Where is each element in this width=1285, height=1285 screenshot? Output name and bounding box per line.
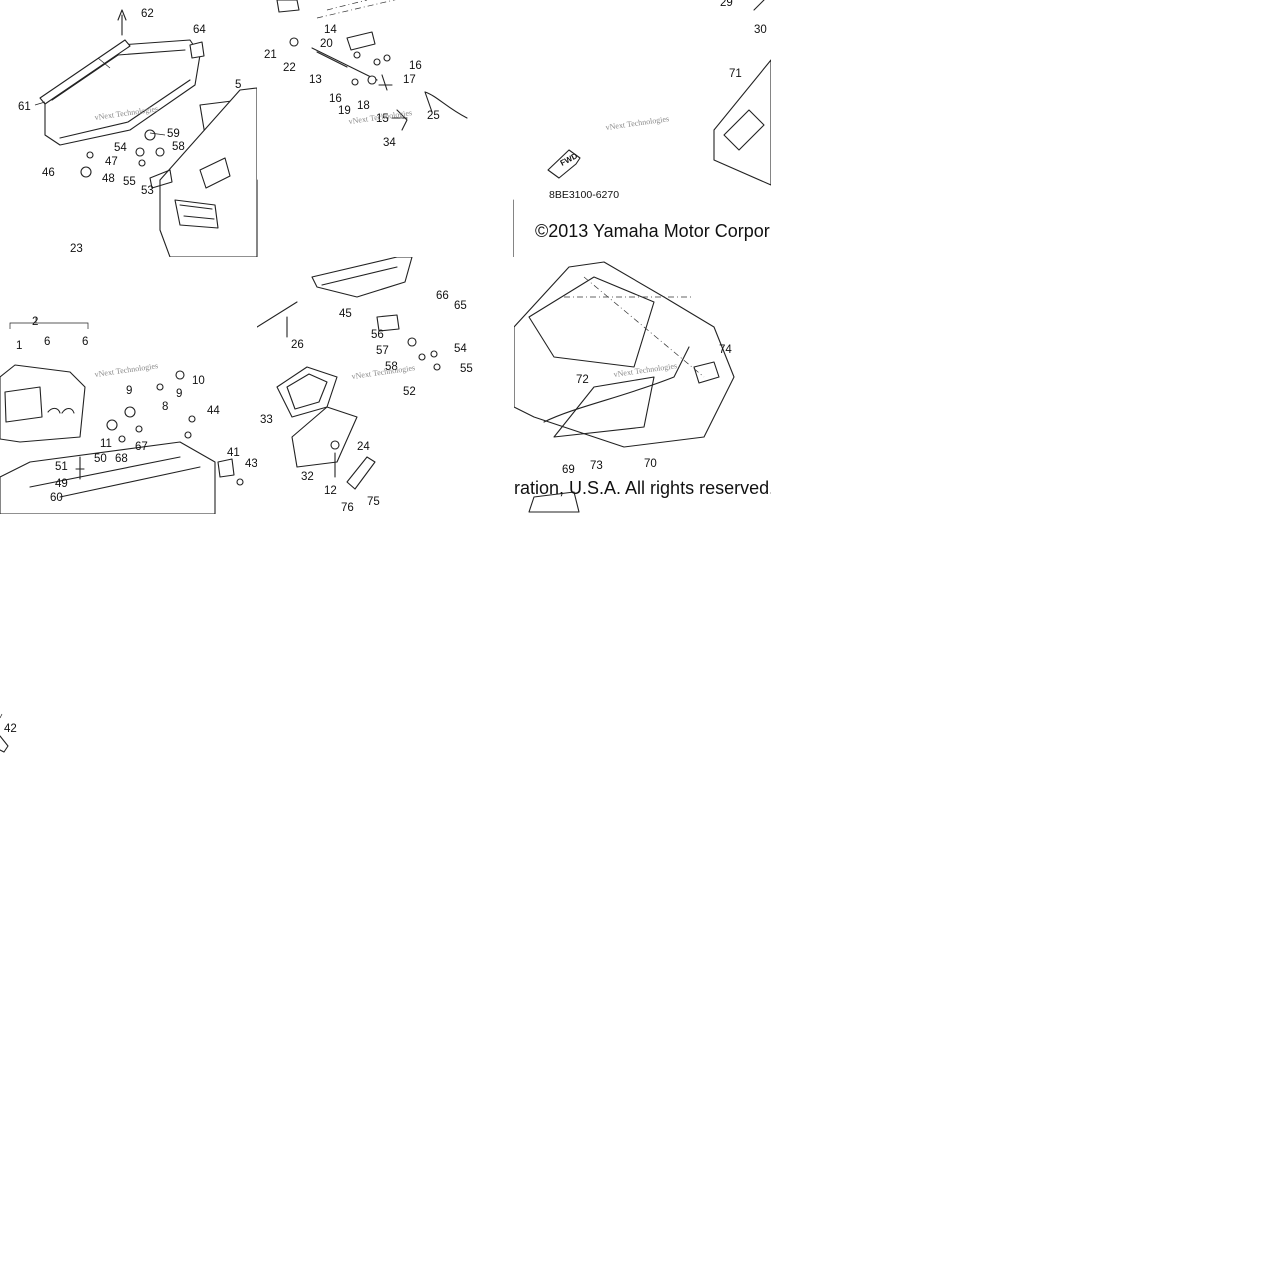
part-callout-61: 61 <box>18 101 31 113</box>
part-callout-16: 16 <box>409 60 422 72</box>
part-callout-58: 58 <box>172 141 185 153</box>
vent-drawing: 26 45 66 65 56 54 57 55 58 52 33 24 32 12 76 75 vNext Te… <box>257 257 473 514</box>
part-callout-9: 9 <box>126 385 132 397</box>
part-callout-34: 34 <box>383 137 396 149</box>
part-callout-16: 16 <box>329 93 342 105</box>
part-callout-24: 24 <box>357 441 370 453</box>
part-callout-6: 6 <box>82 336 88 348</box>
part-callout-55: 55 <box>123 176 136 188</box>
part-callout-46: 46 <box>42 167 55 179</box>
part-callout-50: 50 <box>94 453 107 465</box>
part-callout-69: 69 <box>562 464 575 476</box>
part-callout-11: 11 <box>100 438 112 450</box>
part-callout-19: 19 <box>338 105 351 117</box>
part-callout-29: 29 <box>720 0 733 9</box>
part-callout-76: 76 <box>341 502 354 514</box>
copyright-start: ©2013 Yamaha Motor Corpor <box>535 221 770 241</box>
part-callout-5: 5 <box>235 79 241 91</box>
part-callout-15: 15 <box>376 113 389 125</box>
part-callout-26: 26 <box>291 339 304 351</box>
watermark-text: vNext Technologies <box>351 363 416 381</box>
part-callout-59: 59 <box>167 128 180 140</box>
part-callout-13: 13 <box>309 74 322 86</box>
part-callout-65: 65 <box>454 300 467 312</box>
copyright-end: ration, U.S.A. All rights reserved. <box>514 478 771 498</box>
part-callout-67: 67 <box>135 441 148 453</box>
diagram-tile-bracket: 42 <box>0 514 257 771</box>
part-callout-21: 21 <box>264 49 277 61</box>
part-callout-42: 42 <box>4 723 17 735</box>
part-callout-48: 48 <box>102 173 115 185</box>
part-callout-30: 30 <box>754 24 767 36</box>
part-callout-9: 9 <box>176 388 182 400</box>
part-callout-1: 1 <box>16 340 22 352</box>
part-callout-22: 22 <box>283 62 296 74</box>
part-callout-14: 14 <box>324 24 337 36</box>
part-callout-70: 70 <box>644 458 657 470</box>
part-callout-23: 23 <box>70 243 83 255</box>
part-callout-41: 41 <box>227 447 240 459</box>
part-callout-64: 64 <box>193 24 206 36</box>
part-callout-55: 55 <box>460 363 473 375</box>
part-callout-12: 12 <box>324 485 337 497</box>
part-callout-54: 54 <box>454 343 467 355</box>
part-callout-73: 73 <box>590 460 603 472</box>
watermark-text: vNext Technologies <box>94 361 159 379</box>
part-callout-72: 72 <box>576 374 589 386</box>
part-callout-57: 57 <box>376 345 389 357</box>
part-callout-10: 10 <box>192 375 205 387</box>
diagram-tile-vent: 26 45 66 65 56 54 57 55 58 52 33 24 32 12 76 75 vNext Te… <box>257 257 514 514</box>
part-callout-51: 51 <box>55 461 68 473</box>
part-callout-52: 52 <box>403 386 416 398</box>
part-callout-25: 25 <box>427 110 440 122</box>
part-callout-33: 33 <box>260 414 273 426</box>
part-callout-53: 53 <box>141 185 154 197</box>
part-callout-43: 43 <box>245 458 257 470</box>
part-callout-17: 17 <box>403 74 416 86</box>
part-callout-62: 62 <box>141 8 154 20</box>
bracket-drawing: 42 <box>0 713 17 753</box>
part-callout-2: 2 <box>32 316 38 328</box>
part-callout-58: 58 <box>385 361 398 373</box>
part-callout-56: 56 <box>371 329 384 341</box>
part-callout-20: 20 <box>320 38 333 50</box>
part-callout-8: 8 <box>162 401 168 413</box>
fwd-arrow-icon <box>547 149 581 179</box>
part-callout-66: 66 <box>436 290 449 302</box>
part-callout-18: 18 <box>357 100 370 112</box>
part-callout-47: 47 <box>105 156 118 168</box>
part-callout-68: 68 <box>115 453 128 465</box>
part-callout-32: 32 <box>301 471 314 483</box>
part-callout-6: 6 <box>44 336 50 348</box>
part-callout-60: 60 <box>50 492 63 504</box>
part-callout-45: 45 <box>339 308 352 320</box>
part-callout-74: 74 <box>719 344 732 356</box>
drawing-code: 8BE3100-6270 <box>549 189 620 201</box>
watermark-text: vNext Technologies <box>605 114 670 132</box>
part-callout-71: 71 <box>729 68 742 80</box>
part-callout-54: 54 <box>114 142 127 154</box>
part-callout-44: 44 <box>207 405 220 417</box>
part-callout-75: 75 <box>367 496 380 508</box>
part-callout-49: 49 <box>55 478 68 490</box>
